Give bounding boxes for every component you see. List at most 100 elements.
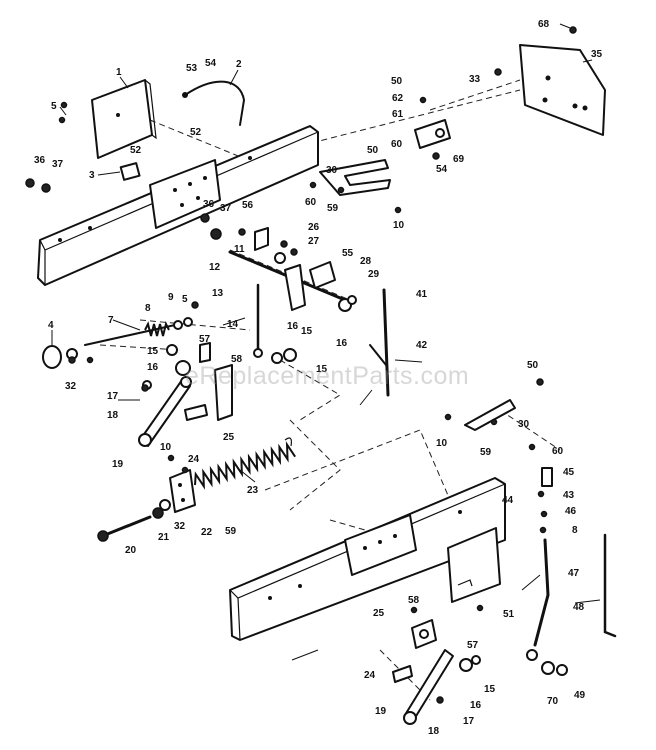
callout-8: 8 (145, 303, 151, 314)
callout-69: 69 (453, 154, 465, 165)
callout-62: 62 (392, 93, 404, 104)
callout-33: 33 (469, 74, 481, 85)
part-2-wire-clip (182, 80, 246, 126)
callout-4: 4 (48, 320, 54, 331)
lower-frame-rail (229, 477, 506, 641)
callout-57: 57 (467, 640, 479, 651)
callout-5: 5 (51, 101, 57, 112)
part-24-pin (184, 404, 208, 421)
callout-47: 47 (568, 568, 580, 579)
callout-36: 36 (34, 155, 46, 166)
part-23-spring (194, 437, 296, 490)
callout-49: 49 (574, 690, 586, 701)
callout-60: 60 (391, 139, 403, 150)
callout-54: 54 (436, 164, 448, 175)
part-30-upper-link (319, 159, 391, 196)
callout-9: 9 (168, 292, 174, 303)
part-41-42-rod (369, 288, 390, 397)
part-35-side-plate (519, 44, 606, 136)
pivot-assembly (228, 227, 357, 312)
callout-53: 53 (186, 63, 198, 74)
callout-24: 24 (364, 670, 376, 681)
callout-48: 48 (573, 602, 585, 613)
callout-27: 27 (308, 236, 320, 247)
washers-70-49 (541, 661, 568, 676)
callout-10: 10 (393, 220, 405, 231)
callout-59: 59 (327, 203, 339, 214)
callout-11: 11 (234, 244, 245, 255)
callout-35: 35 (591, 49, 603, 60)
callout-15: 15 (316, 364, 328, 375)
callout-13: 13 (212, 288, 224, 299)
fasteners (25, 26, 577, 704)
part-19-lever-lower (403, 649, 454, 725)
callout-32: 32 (65, 381, 77, 392)
callout-16: 16 (470, 700, 482, 711)
part-20-bolt (97, 499, 171, 542)
callout-15: 15 (484, 684, 496, 695)
callout-10: 10 (160, 442, 172, 453)
part-45-sleeve (541, 467, 553, 487)
callout-46: 46 (565, 506, 577, 517)
callout-57: 57 (199, 334, 211, 345)
callout-45: 45 (563, 467, 575, 478)
callout-10: 10 (436, 438, 448, 449)
callout-26: 26 (308, 222, 320, 233)
callout-70: 70 (547, 696, 559, 707)
callout-18: 18 (107, 410, 119, 421)
part-3-block (119, 162, 141, 181)
callout-22: 22 (201, 527, 213, 538)
callout-25: 25 (223, 432, 235, 443)
callout-20: 20 (125, 545, 137, 556)
part-7-8-spring-rod (84, 317, 193, 346)
callout-1: 1 (116, 67, 122, 78)
callout-50: 50 (391, 76, 403, 87)
upper-frame-rail (37, 125, 319, 286)
callout-25: 25 (373, 608, 385, 619)
callout-60: 60 (552, 446, 564, 457)
part-1-plate (91, 79, 157, 159)
callout-24: 24 (188, 454, 200, 465)
callout-61: 61 (392, 109, 404, 120)
callout-15: 15 (301, 326, 313, 337)
callout-68: 68 (538, 19, 550, 30)
callout-2: 2 (236, 59, 242, 70)
callout-23: 23 (247, 485, 259, 496)
callout-44: 44 (502, 495, 514, 506)
callout-42: 42 (416, 340, 428, 351)
part-25-lower-bracket (411, 619, 481, 672)
callout-19: 19 (375, 706, 387, 717)
washers-15-16-left (142, 344, 297, 390)
callout-leader-lines (51, 23, 601, 661)
part-14-rod (253, 283, 263, 358)
callout-12: 12 (209, 262, 221, 273)
callout-36: 36 (203, 199, 215, 210)
watermark-text: eReplacementParts.com (185, 362, 470, 390)
callout-58: 58 (231, 354, 243, 365)
callout-30: 30 (518, 419, 530, 430)
callout-54: 54 (205, 58, 217, 69)
callout-16: 16 (336, 338, 348, 349)
callout-32: 32 (174, 521, 186, 532)
callout-58: 58 (408, 595, 420, 606)
callout-17: 17 (107, 391, 119, 402)
part-24-lower-pin (392, 665, 413, 683)
callout-19: 19 (112, 459, 124, 470)
callout-41: 41 (416, 289, 428, 300)
part-19-lever-left (138, 376, 192, 447)
callout-labels: 1 2 3 4 5 5 7 8 8 9 10 10 10 11 12 13 14… (34, 19, 603, 737)
callout-37: 37 (220, 203, 232, 214)
callout-59: 59 (225, 526, 237, 537)
part-61-bracket (414, 119, 451, 149)
callout-29: 29 (368, 269, 380, 280)
callout-16: 16 (287, 321, 299, 332)
callout-52: 52 (190, 127, 202, 138)
callout-16: 16 (147, 362, 159, 373)
callout-17: 17 (463, 716, 475, 727)
callout-59: 59 (480, 447, 492, 458)
callout-37: 37 (52, 159, 64, 170)
callout-50: 50 (367, 145, 379, 156)
callout-18: 18 (428, 726, 440, 737)
